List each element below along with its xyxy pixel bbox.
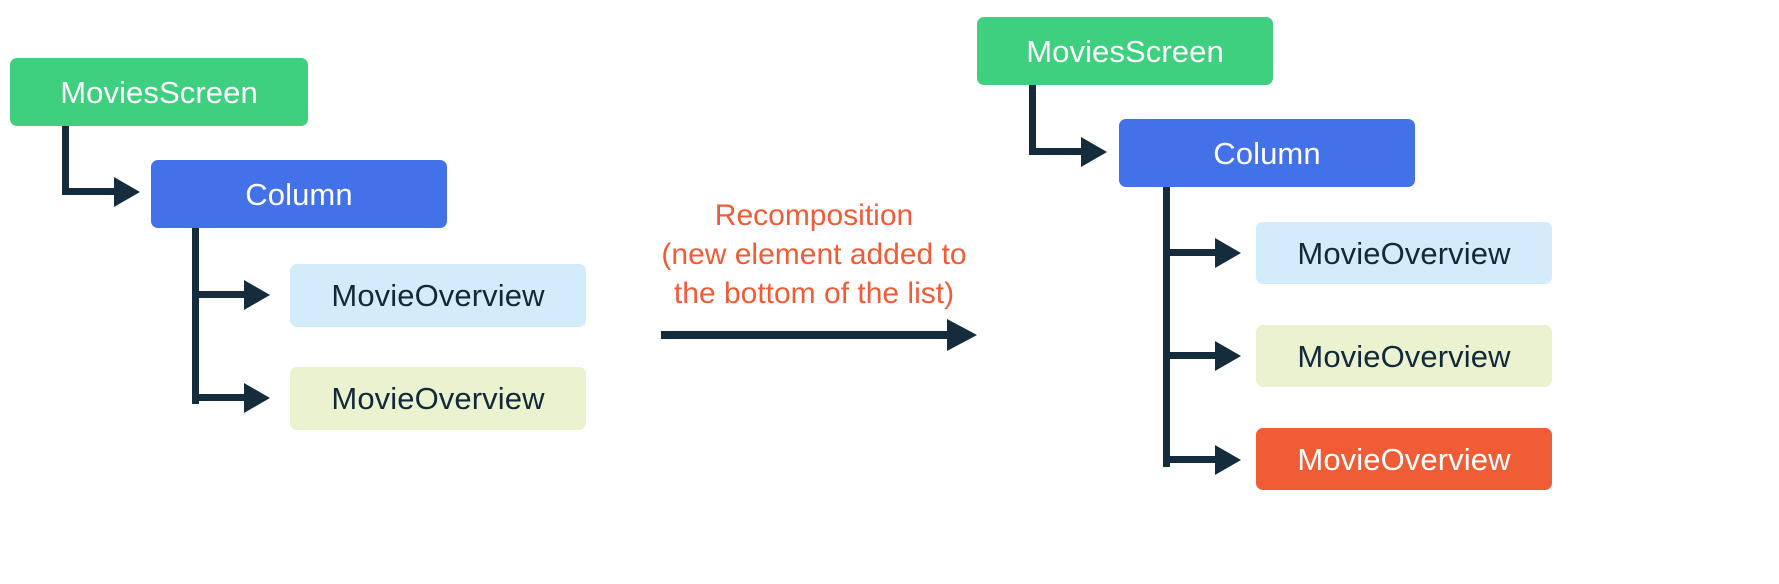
before-connector-child1-horizontal bbox=[192, 291, 244, 298]
before-connector-column-trunk bbox=[192, 228, 199, 404]
after-connector-root-vertical bbox=[1029, 85, 1036, 155]
after-connector-child1-horizontal bbox=[1163, 249, 1215, 256]
before-node-moviesscreen: MoviesScreen bbox=[10, 58, 308, 126]
transition-label: Recomposition (new element added to the … bbox=[661, 199, 967, 310]
after-arrowhead-child1 bbox=[1215, 237, 1241, 268]
after-connector-root-horizontal bbox=[1029, 148, 1081, 155]
before-node-column: Column bbox=[151, 160, 447, 228]
after-node-moviesscreen-label: MoviesScreen bbox=[1026, 33, 1224, 69]
after-connector-child2-horizontal bbox=[1163, 352, 1215, 359]
transition-arrow-head bbox=[947, 319, 977, 351]
after-node-movieoverview-3-new: MovieOverview bbox=[1256, 428, 1552, 490]
before-node-column-label: Column bbox=[245, 176, 353, 212]
before-arrowhead-root-to-column bbox=[114, 176, 140, 207]
after-node-moviesscreen: MoviesScreen bbox=[977, 17, 1273, 85]
before-connector-root-vertical bbox=[62, 126, 69, 195]
before-connector-child2-horizontal bbox=[192, 394, 244, 401]
before-node-moviesscreen-label: MoviesScreen bbox=[60, 74, 258, 110]
before-connector-root-horizontal bbox=[62, 188, 114, 195]
after-node-movieoverview-1: MovieOverview bbox=[1256, 222, 1552, 284]
before-arrowhead-child1 bbox=[244, 279, 270, 310]
after-node-movieoverview-2: MovieOverview bbox=[1256, 325, 1552, 387]
after-connector-column-trunk bbox=[1163, 187, 1170, 467]
after-node-column-label: Column bbox=[1213, 135, 1321, 171]
after-arrowhead-root-to-column bbox=[1081, 136, 1107, 167]
before-node-movieoverview-1-label: MovieOverview bbox=[331, 278, 545, 313]
transition-arrow-line bbox=[661, 331, 957, 339]
after-connector-child3-horizontal bbox=[1163, 456, 1215, 463]
after-arrowhead-child2 bbox=[1215, 340, 1241, 371]
before-arrowhead-child2 bbox=[244, 382, 270, 413]
before-node-movieoverview-2: MovieOverview bbox=[290, 367, 586, 430]
after-arrowhead-child3 bbox=[1215, 444, 1241, 475]
after-node-movieoverview-1-label: MovieOverview bbox=[1297, 235, 1511, 271]
after-node-column: Column bbox=[1119, 119, 1415, 187]
after-node-movieoverview-3-label: MovieOverview bbox=[1297, 441, 1511, 477]
before-node-movieoverview-2-label: MovieOverview bbox=[331, 381, 545, 416]
before-node-movieoverview-1: MovieOverview bbox=[290, 264, 586, 327]
after-node-movieoverview-2-label: MovieOverview bbox=[1297, 338, 1511, 374]
